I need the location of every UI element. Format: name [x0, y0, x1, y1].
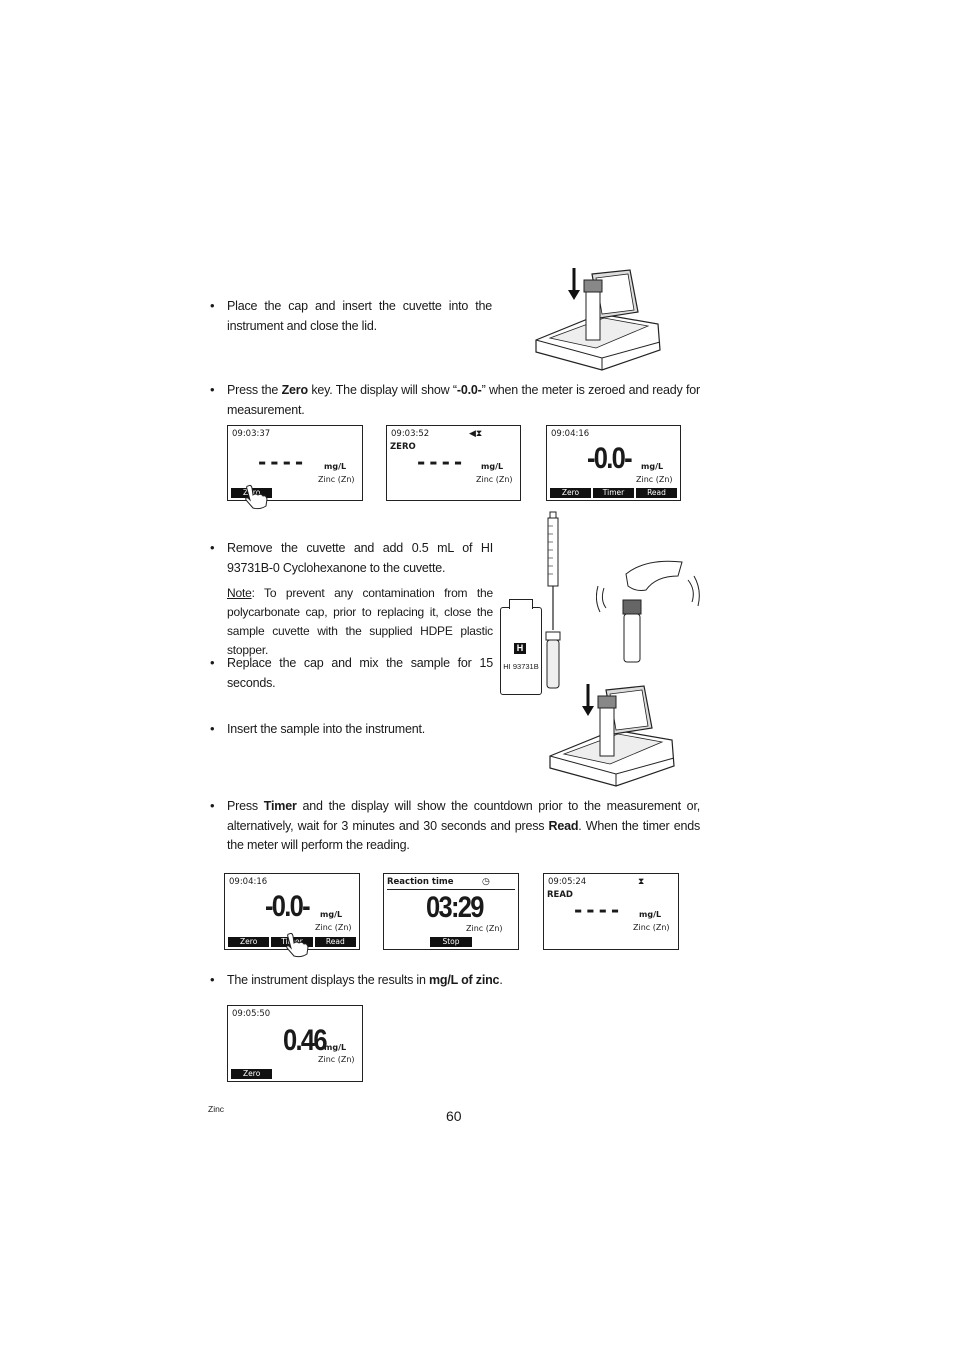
- softkey-empty: [387, 937, 428, 947]
- lcd-display-zero: 09:03:52 ◀⧗ ZERO ---- mg/L Zinc (Zn): [386, 425, 521, 501]
- lcd-value: ----: [574, 898, 624, 922]
- step-mix: Replace the cap and mix the sample for 1…: [227, 656, 493, 690]
- page-number: 60: [446, 1108, 462, 1124]
- step-add-reagent: Remove the cuvette and add 0.5 mL of HI …: [227, 541, 493, 575]
- hourglass-icon: ⧗: [638, 877, 645, 887]
- shaking-cuvette-illustration: [596, 560, 700, 663]
- lcd-display-read: 09:05:24 ⧗ READ ---- mg/L Zinc (Zn): [543, 873, 679, 950]
- lcd-parameter: Zinc (Zn): [633, 923, 670, 932]
- bullet: •: [210, 298, 215, 313]
- step-place-cap: Place the cap and insert the cuvette int…: [227, 299, 492, 333]
- lcd-parameter: Zinc (Zn): [466, 924, 503, 933]
- lcd-display-timer-press: 09:04:16 -0.0- mg/L Zinc (Zn) Zero Timer…: [224, 873, 360, 958]
- lcd-display-initial: 09:03:37 ---- mg/L Zinc (Zn) Zero: [227, 425, 363, 510]
- lcd-time: 09:05:50: [232, 1009, 271, 1019]
- note: Note: To prevent any contamination from …: [227, 586, 493, 657]
- step-timer: Press Timer and the display will show th…: [227, 799, 700, 852]
- lcd-display-reaction-time: Reaction time ◷ 03:29 Zinc (Zn) Stop: [383, 873, 519, 950]
- lcd-softkeys: Stop: [387, 937, 515, 947]
- softkey-zero[interactable]: Zero: [228, 937, 270, 947]
- lcd-softkeys: Zero: [231, 1069, 359, 1079]
- lcd-time: 09:05:24: [548, 877, 587, 887]
- pointing-hand-icon: [286, 932, 309, 958]
- softkey-zero[interactable]: Zero: [231, 1069, 273, 1079]
- lcd-value: -0.0-: [265, 890, 311, 923]
- lcd-unit: mg/L: [324, 462, 347, 471]
- stopwatch-icon: ◷: [482, 877, 490, 887]
- lcd-parameter: Zinc (Zn): [636, 475, 673, 484]
- bullet: •: [210, 540, 215, 555]
- step-result: The instrument displays the results in m…: [227, 973, 503, 987]
- speaker-hourglass-icon: ◀⧗: [469, 429, 483, 439]
- lcd-time: 09:04:16: [229, 877, 268, 887]
- bullet: •: [210, 721, 215, 736]
- lcd-unit: mg/L: [320, 910, 343, 919]
- lcd-parameter: Zinc (Zn): [476, 475, 513, 484]
- softkey-empty: [274, 488, 315, 498]
- lcd-unit: mg/L: [324, 1043, 347, 1052]
- softkey-empty: [318, 1069, 359, 1079]
- bottle-label: HI 93731B: [503, 662, 539, 671]
- bullet: •: [210, 798, 215, 813]
- lcd-time: 09:03:52: [391, 429, 430, 439]
- lcd-time: 09:03:37: [232, 429, 271, 439]
- lcd-unit: mg/L: [639, 910, 662, 919]
- softkey-read[interactable]: Read: [636, 488, 677, 498]
- bullet: •: [210, 382, 215, 397]
- softkey-stop[interactable]: Stop: [430, 937, 472, 947]
- lcd-value: ----: [417, 450, 467, 474]
- softkey-read[interactable]: Read: [314, 937, 356, 947]
- lcd-countdown: 03:29: [426, 891, 484, 924]
- step-insert-sample: Insert the sample into the instrument.: [227, 722, 426, 736]
- lcd-unit: mg/L: [481, 462, 504, 471]
- lcd-status: ZERO: [390, 442, 416, 452]
- instrument-insert-illustration: [549, 684, 675, 787]
- lcd-value: ----: [258, 450, 308, 474]
- step-press-zero: Press the Zero key. The display will sho…: [227, 383, 700, 417]
- lcd-display-zeroed: 09:04:16 -0.0- mg/L Zinc (Zn) Zero Timer…: [546, 425, 681, 501]
- lcd-parameter: Zinc (Zn): [318, 1055, 355, 1064]
- lcd-parameter: Zinc (Zn): [318, 475, 355, 484]
- softkey-zero[interactable]: Zero: [550, 488, 591, 498]
- softkey-timer[interactable]: Timer: [593, 488, 634, 498]
- pointing-hand-icon: [245, 484, 268, 510]
- softkey-empty: [274, 1069, 315, 1079]
- bottle-cap: [509, 599, 533, 609]
- reagent-bottle: H HI 93731B: [500, 599, 542, 695]
- bullet: •: [210, 972, 215, 987]
- lcd-divider: [387, 889, 515, 890]
- lcd-unit: mg/L: [641, 462, 664, 471]
- lcd-value: -0.0-: [587, 442, 633, 475]
- instrument-insert-illustration: [535, 268, 661, 371]
- lcd-softkeys: Zero Timer Read: [550, 488, 677, 498]
- section-footer: Zinc: [208, 1104, 225, 1114]
- lcd-time: 09:04:16: [551, 429, 590, 439]
- softkey-empty: [474, 937, 515, 947]
- lcd-value: 0.46: [283, 1024, 328, 1057]
- syringe-illustration: [545, 511, 561, 689]
- bullet: •: [210, 655, 215, 670]
- lcd-display-result: 09:05:50 0.46 mg/L Zinc (Zn) Zero: [227, 1005, 363, 1082]
- softkey-empty: [318, 488, 359, 498]
- lcd-parameter: Zinc (Zn): [315, 923, 352, 932]
- lcd-status: READ: [547, 890, 573, 900]
- bottle-logo: H: [514, 643, 526, 654]
- lcd-title: Reaction time: [387, 877, 454, 887]
